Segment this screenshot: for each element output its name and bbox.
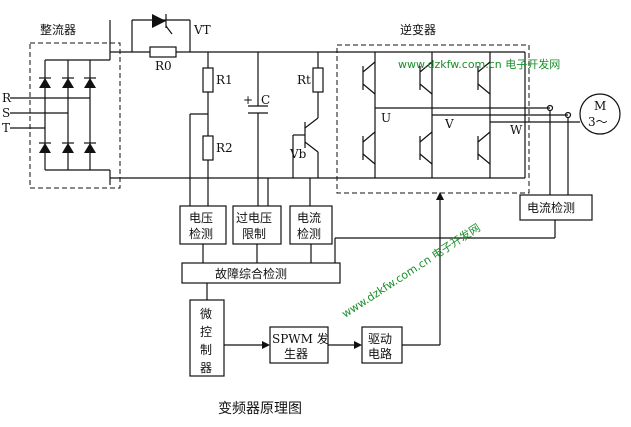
overvoltage-limit-block (232, 205, 282, 245)
svg-text:过电压: 过电压 (236, 211, 272, 225)
diode-icon (39, 77, 96, 153)
label-motor-3: 3～ (588, 115, 608, 129)
resistor-r2 (202, 135, 214, 161)
input-r: R (2, 91, 12, 105)
input-s: S (2, 106, 10, 120)
label-u: U (381, 111, 391, 125)
micro-controller-block (189, 299, 225, 377)
fault-detect-block (181, 262, 341, 284)
rectifier-label: 整流器 (40, 22, 76, 37)
inverter-box (336, 44, 530, 194)
svg-text:制: 制 (200, 343, 212, 357)
svg-text:电压: 电压 (189, 211, 213, 225)
spwm-block (269, 326, 329, 364)
svg-text:SPWM 发: SPWM 发 (272, 331, 329, 346)
label-r2: R2 (216, 141, 233, 155)
watermark-diagonal: www.dzkfw.com.cn 电子开发网 (339, 220, 483, 320)
label-vt: VT (193, 23, 211, 37)
thyristor-vt-icon (152, 14, 166, 28)
svg-text:生器: 生器 (284, 347, 308, 361)
transistor-icon (362, 61, 491, 165)
resistor-r1 (202, 67, 214, 93)
input-lines: R S T (2, 91, 90, 135)
svg-text:故障综合检测: 故障综合检测 (215, 266, 287, 281)
resistor-r0 (149, 46, 177, 58)
svg-text:微: 微 (200, 307, 212, 321)
label-r1: R1 (216, 73, 233, 87)
svg-text:电流: 电流 (297, 211, 321, 225)
svg-text:电路: 电路 (368, 346, 392, 361)
capacitor-c: + C (243, 52, 270, 178)
svg-text:控: 控 (200, 325, 212, 339)
svg-text:限制: 限制 (242, 227, 266, 241)
voltage-divider: R1 R2 (189, 52, 233, 206)
inverter-bridge: U V W (362, 52, 580, 178)
svg-text:检测: 检测 (297, 226, 321, 241)
label-rt: Rt (297, 73, 311, 87)
label-v: V (444, 117, 454, 131)
dc-bus-top: VT R0 (110, 14, 525, 73)
svg-text:检测: 检测 (189, 226, 213, 241)
brake-circuit: Rt Vb (289, 52, 324, 178)
svg-text:器: 器 (200, 361, 212, 375)
svg-text:电流检测: 电流检测 (527, 200, 575, 215)
label-w: W (510, 123, 523, 137)
inverter-label: 逆变器 (400, 22, 436, 37)
label-c: C (261, 93, 270, 107)
voltage-detect-block (179, 205, 227, 245)
motor: M 3～ (546, 93, 621, 195)
rectifier-bridge (39, 20, 111, 185)
label-r0: R0 (155, 59, 172, 73)
diagram-title: 变频器原理图 (218, 401, 302, 417)
driver-block (361, 326, 403, 364)
label-c-plus: + (243, 93, 253, 107)
resistor-rt (312, 67, 324, 93)
block-wires (202, 178, 556, 263)
watermark-top: www.dzkfw.com.cn 电子开发网 (398, 57, 560, 71)
label-motor-m: M (594, 99, 606, 113)
label-vb: Vb (289, 147, 307, 161)
input-t: T (2, 121, 10, 135)
rectifier-box (29, 42, 121, 189)
svg-text:驱动: 驱动 (368, 332, 392, 346)
current-detect-right-block (519, 194, 593, 221)
